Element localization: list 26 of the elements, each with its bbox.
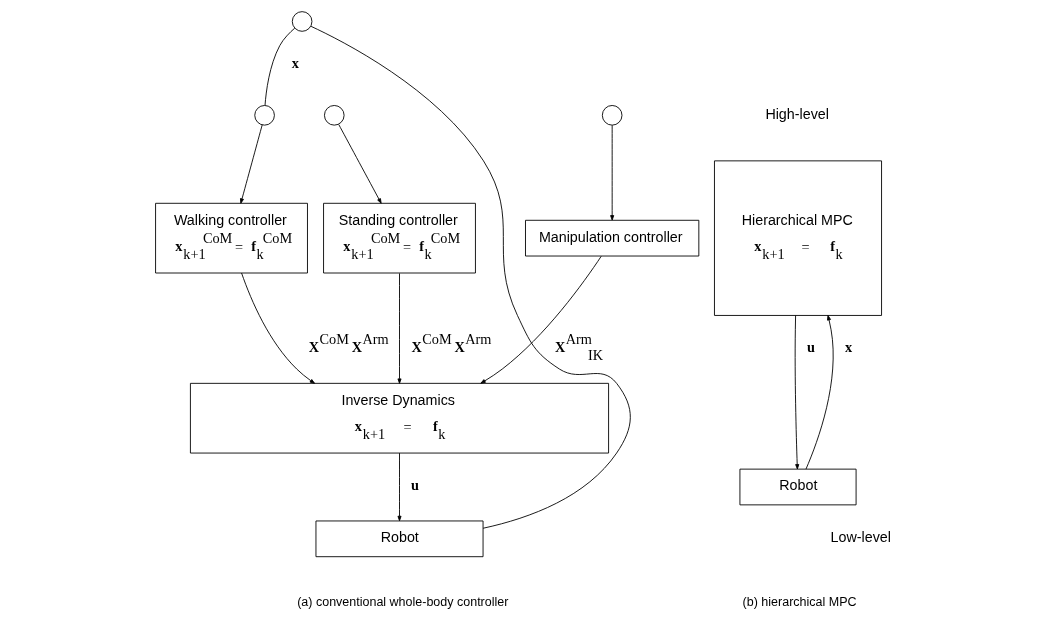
arrow [240,272,315,384]
arrow [805,315,834,470]
label: (a) conventional whole-body controller [296,594,508,609]
edge-label: u [806,338,815,355]
connector [264,27,295,106]
node-box: Manipulation controller [524,219,699,257]
arrow [239,124,263,204]
arrow [794,315,799,470]
arrow [609,124,614,221]
node-circle [253,105,275,126]
node-circle [323,105,345,126]
arrow [397,272,401,384]
edge-label: x [291,54,299,71]
node-circle [601,105,622,126]
label: (b) hierarchical MPC [742,594,857,609]
edge-label: x [844,338,852,355]
label: High-level [764,105,829,122]
connector [310,25,631,529]
arrow [479,255,602,384]
label: Low-level [830,529,891,546]
arrow [337,124,382,204]
edge-label: u [410,476,419,493]
node-circle [291,11,312,32]
arrow [397,452,401,522]
node-box: Robot [739,468,857,506]
node-box: Robot [315,520,483,558]
